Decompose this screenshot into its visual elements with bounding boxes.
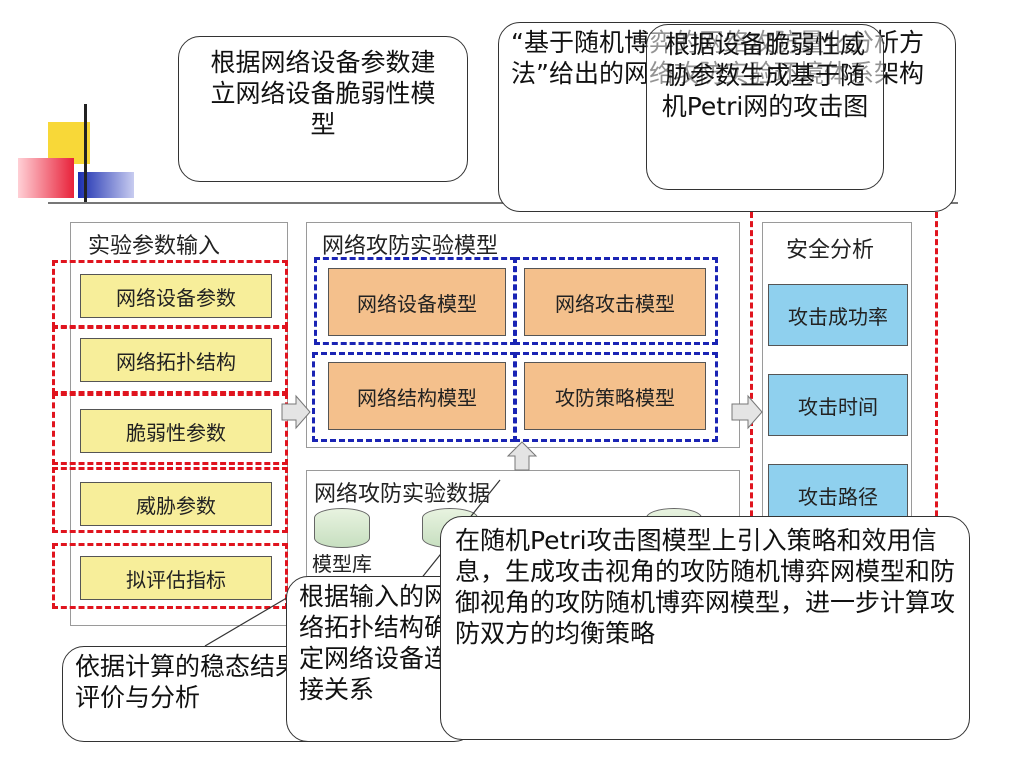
- model-structure: 网络结构模型: [328, 362, 506, 430]
- db-label: 模型库: [312, 552, 372, 576]
- analysis-attack-path: 攻击路径: [768, 464, 908, 526]
- model-group-strategy: [514, 352, 718, 442]
- model-device: 网络设备模型: [328, 268, 506, 336]
- logo-vertical-line: [84, 104, 87, 202]
- callout-device-model: 根据网络设备参数建立网络设备脆弱性模型: [178, 36, 468, 182]
- callout-strategy: 在随机Petri攻击图模型上引入策略和效用信息，生成攻击视角的攻防随机博弈网模型…: [440, 516, 970, 740]
- model-attack: 网络攻击模型: [524, 268, 706, 336]
- logo-yellow-square: [48, 122, 90, 164]
- input-group-2: [52, 326, 288, 394]
- input-item-vulnerability: 脆弱性参数: [80, 409, 272, 453]
- input-item-device-params: 网络设备参数: [80, 274, 272, 318]
- input-item-metrics: 拟评估指标: [80, 556, 272, 600]
- arrow-input-to-model: [281, 394, 311, 430]
- model-panel-title: 网络攻防实验模型: [322, 234, 499, 259]
- analysis-attack-time: 攻击时间: [768, 374, 908, 436]
- arrow-db-to-model: [506, 441, 538, 471]
- logo-red-square: [18, 158, 74, 198]
- input-panel-title: 实验参数输入: [88, 234, 221, 259]
- input-group-4: [52, 467, 288, 533]
- input-group-5: [52, 543, 288, 609]
- input-item-threat: 威胁参数: [80, 482, 272, 526]
- db-cylinder-1: [314, 508, 370, 548]
- input-group-3: [52, 393, 288, 465]
- logo-blue-square: [78, 172, 134, 198]
- input-item-topology: 网络拓扑结构: [80, 338, 272, 382]
- pointer-evaluation: [204, 595, 291, 647]
- arrow-model-to-analysis: [731, 394, 763, 430]
- callout-attack-graph: 根据设备脆弱性威胁参数生成基于随机Petri网的攻击图: [646, 24, 884, 190]
- analysis-success-rate: 攻击成功率: [768, 284, 908, 346]
- db-panel-title: 网络攻防实验数据: [314, 482, 491, 507]
- model-strategy: 攻防策略模型: [524, 362, 706, 430]
- analysis-panel-title: 安全分析: [786, 238, 875, 263]
- model-group-attack: [514, 257, 718, 345]
